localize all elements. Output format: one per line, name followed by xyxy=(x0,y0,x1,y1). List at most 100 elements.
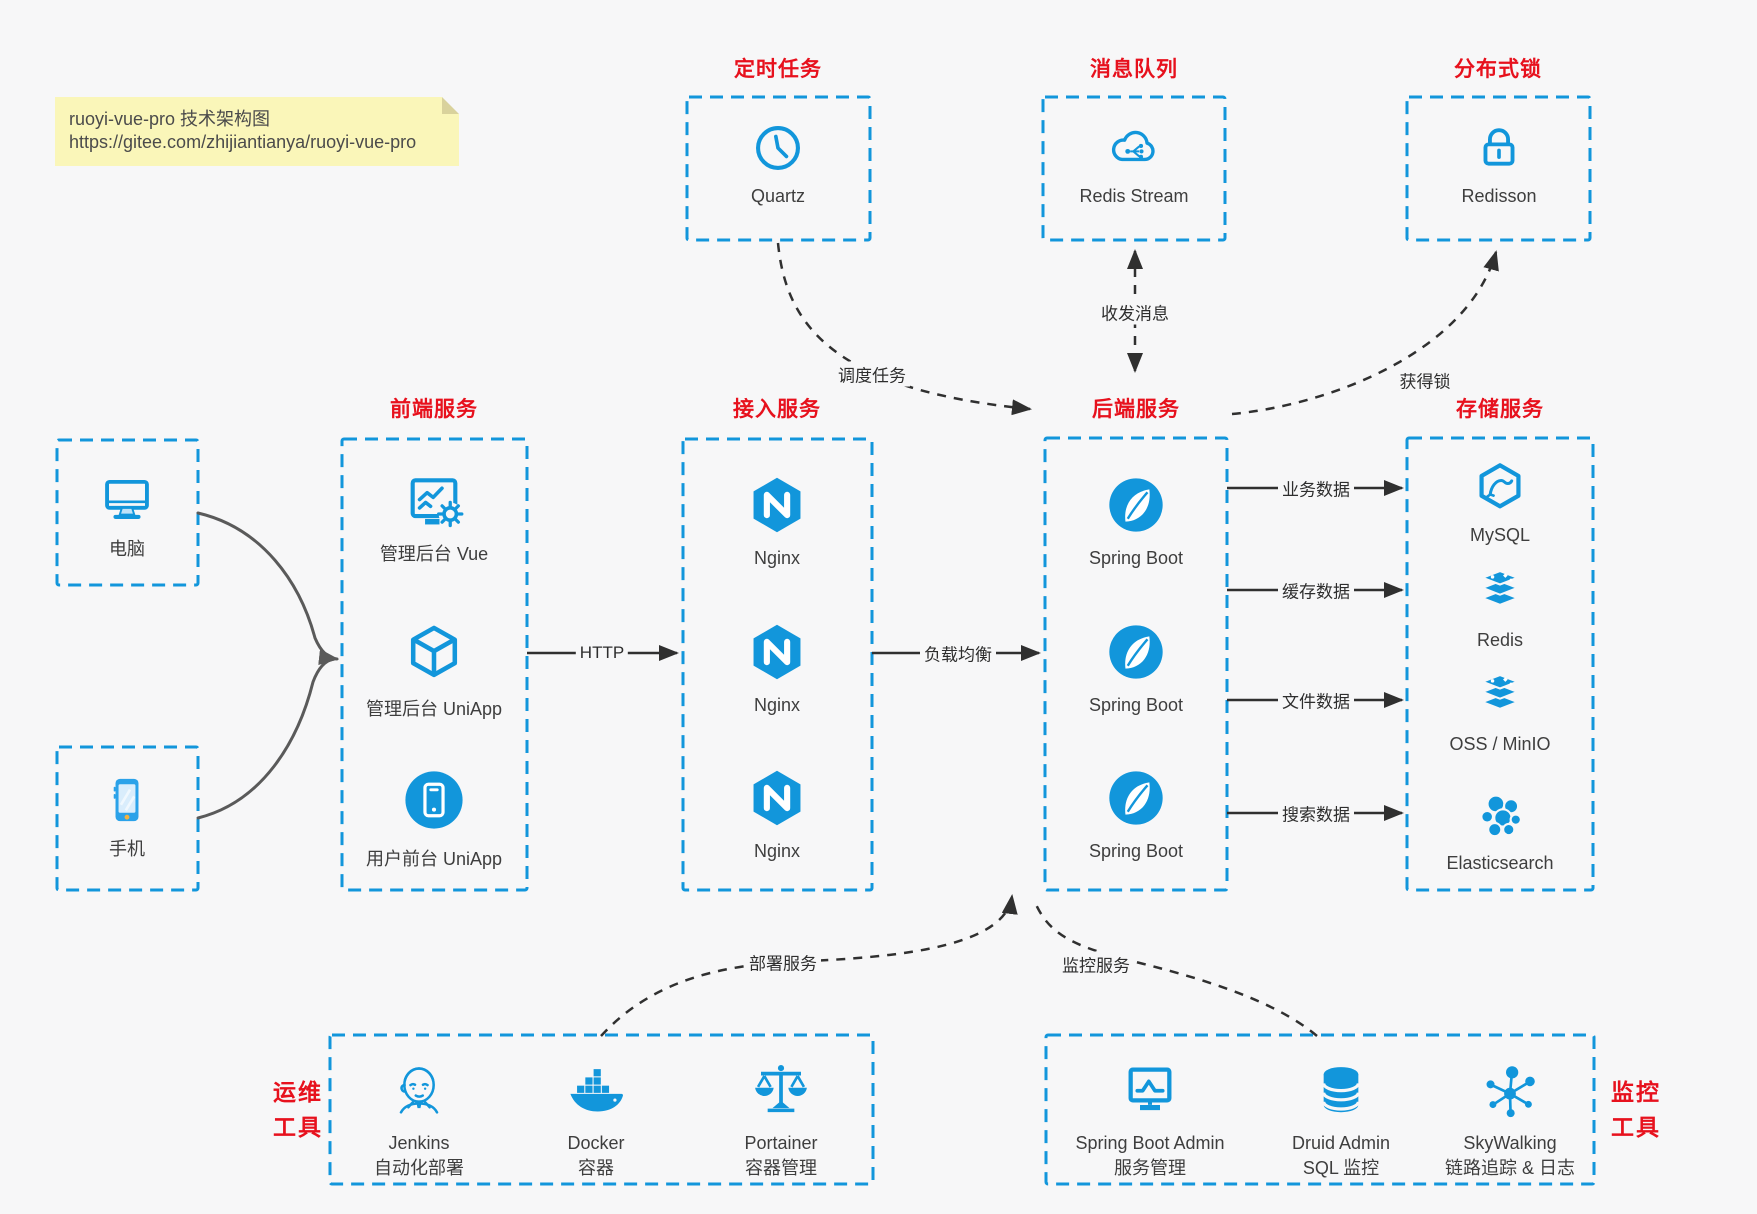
node-sublabel-druid-admin: SQL 监控 xyxy=(1302,1158,1380,1178)
node-label-redis-stream: Redis Stream xyxy=(1079,186,1189,206)
edge-label-monitor-service: 监控服务 xyxy=(1058,951,1134,977)
node-pc: 电脑 xyxy=(62,471,192,562)
smartphone-icon xyxy=(98,771,156,829)
node-phone: 手机 xyxy=(62,771,192,862)
edge-label-cache-data: 缓存数据 xyxy=(1278,577,1354,603)
node-portainer: Portainer 容器管理 xyxy=(696,1059,866,1181)
node-label-nginx-1: Nginx xyxy=(753,548,801,568)
edge-label-schedule-task: 调度任务 xyxy=(834,361,910,387)
mysql-icon xyxy=(1472,459,1528,515)
note-title: ruoyi-vue-pro 技术架构图 xyxy=(69,109,271,129)
node-elasticsearch: Elasticsearch xyxy=(1415,787,1585,876)
arrow-phone-to-frontend xyxy=(196,657,336,820)
node-label-nginx-3: Nginx xyxy=(753,841,801,861)
skywalking-icon xyxy=(1478,1059,1542,1123)
group-title-distributed-lock: 分布式锁 xyxy=(1454,58,1542,81)
edge-label-deploy-service: 部署服务 xyxy=(745,949,821,975)
springboot-icon xyxy=(1104,766,1168,830)
node-nginx-1: Nginx xyxy=(692,473,862,571)
node-label-mysql: MySQL xyxy=(1469,525,1530,545)
edge-label-search-data: 搜索数据 xyxy=(1278,800,1354,826)
springboot-admin-icon xyxy=(1118,1059,1182,1123)
node-label-springboot-3: Spring Boot xyxy=(1088,841,1184,861)
node-label-springboot-1: Spring Boot xyxy=(1088,548,1184,568)
nginx-icon xyxy=(745,766,809,830)
node-label-quartz: Quartz xyxy=(750,186,806,206)
group-title-storage: 存储服务 xyxy=(1456,398,1544,421)
node-label-oss-minio: OSS / MinIO xyxy=(1449,734,1551,754)
arrow-pc-to-frontend xyxy=(196,511,339,665)
edge-label-file-data: 文件数据 xyxy=(1278,687,1354,713)
node-sublabel-docker: 容器 xyxy=(578,1158,614,1178)
node-label-pc: 电脑 xyxy=(109,539,145,559)
node-label-springboot-admin: Spring Boot Admin xyxy=(1075,1133,1225,1153)
node-sublabel-skywalking: 链路追踪 & 日志 xyxy=(1444,1158,1575,1178)
node-redis-stream: Redis Stream xyxy=(1049,119,1219,209)
lock-icon xyxy=(1470,119,1528,177)
portainer-icon xyxy=(749,1059,813,1123)
uniapp-cube-icon xyxy=(402,621,466,685)
clock-icon xyxy=(749,119,807,177)
node-label-portainer: Portainer xyxy=(744,1133,818,1153)
node-mysql: MySQL xyxy=(1415,459,1585,548)
node-nginx-3: Nginx xyxy=(692,766,862,864)
elasticsearch-icon xyxy=(1472,787,1528,843)
node-quartz: Quartz xyxy=(693,119,863,209)
node-sublabel-jenkins: 自动化部署 xyxy=(374,1158,464,1178)
node-admin-vue: 管理后台 Vue xyxy=(349,470,519,567)
group-title-ops-tools-line1: 运维 xyxy=(273,1079,323,1105)
node-docker: Docker 容器 xyxy=(511,1059,681,1181)
node-label-admin-uniapp: 管理后台 UniApp xyxy=(365,699,503,719)
node-oss-minio: OSS / MinIO xyxy=(1415,668,1585,757)
node-springboot-2: Spring Boot xyxy=(1051,620,1221,718)
springboot-icon xyxy=(1104,473,1168,537)
note-fold-corner xyxy=(442,97,459,114)
redis-icon xyxy=(1472,564,1528,620)
group-title-message-queue: 消息队列 xyxy=(1090,58,1178,81)
node-label-user-uniapp: 用户前台 UniApp xyxy=(365,849,503,869)
group-title-backend: 后端服务 xyxy=(1092,398,1180,421)
node-label-jenkins: Jenkins xyxy=(388,1133,450,1153)
docker-icon xyxy=(564,1059,628,1123)
node-nginx-2: Nginx xyxy=(692,620,862,718)
springboot-icon xyxy=(1104,620,1168,684)
node-sublabel-portainer: 容器管理 xyxy=(745,1158,817,1178)
arrow-acquire-lock xyxy=(1231,250,1499,416)
admin-vue-icon xyxy=(401,470,467,536)
group-title-monitoring-tools-line2: 工具 xyxy=(1611,1114,1661,1140)
sticky-note: ruoyi-vue-pro 技术架构图 https://gitee.com/zh… xyxy=(55,97,459,166)
node-label-docker: Docker xyxy=(567,1133,625,1153)
group-title-frontend: 前端服务 xyxy=(390,398,478,421)
user-app-icon xyxy=(399,765,469,835)
node-sublabel-springboot-admin: 服务管理 xyxy=(1114,1158,1186,1178)
node-springboot-admin: Spring Boot Admin 服务管理 xyxy=(1065,1059,1235,1181)
group-title-monitoring-tools-line1: 监控 xyxy=(1611,1079,1661,1105)
jenkins-icon xyxy=(387,1059,451,1123)
druid-icon xyxy=(1309,1059,1373,1123)
group-title-ops-tools-line2: 工具 xyxy=(273,1114,323,1140)
edge-label-acquire-lock: 获得锁 xyxy=(1395,367,1455,393)
node-jenkins: Jenkins 自动化部署 xyxy=(334,1059,504,1181)
edge-label-http: HTTP xyxy=(575,643,629,663)
node-label-phone: 手机 xyxy=(109,839,145,859)
node-skywalking: SkyWalking 链路追踪 & 日志 xyxy=(1425,1059,1595,1181)
note-url: https://gitee.com/zhijiantianya/ruoyi-vu… xyxy=(69,132,417,152)
cloud-network-icon xyxy=(1105,119,1163,177)
node-label-druid-admin: Druid Admin xyxy=(1291,1133,1391,1153)
node-admin-uniapp: 管理后台 UniApp xyxy=(349,621,519,722)
nginx-icon xyxy=(745,620,809,684)
oss-icon xyxy=(1472,668,1528,724)
group-title-gateway: 接入服务 xyxy=(733,398,821,421)
node-label-skywalking: SkyWalking xyxy=(1463,1133,1557,1153)
node-druid-admin: Druid Admin SQL 监控 xyxy=(1256,1059,1426,1181)
node-springboot-3: Spring Boot xyxy=(1051,766,1221,864)
node-label-admin-vue: 管理后台 Vue xyxy=(379,544,489,564)
edge-label-business-data: 业务数据 xyxy=(1278,475,1354,501)
edge-label-send-receive-messages: 收发消息 xyxy=(1097,299,1173,325)
node-springboot-1: Spring Boot xyxy=(1051,473,1221,571)
node-label-redisson: Redisson xyxy=(1461,186,1537,206)
desktop-icon xyxy=(98,471,156,529)
edge-label-load-balance: 负载均衡 xyxy=(920,640,996,666)
node-label-springboot-2: Spring Boot xyxy=(1088,695,1184,715)
